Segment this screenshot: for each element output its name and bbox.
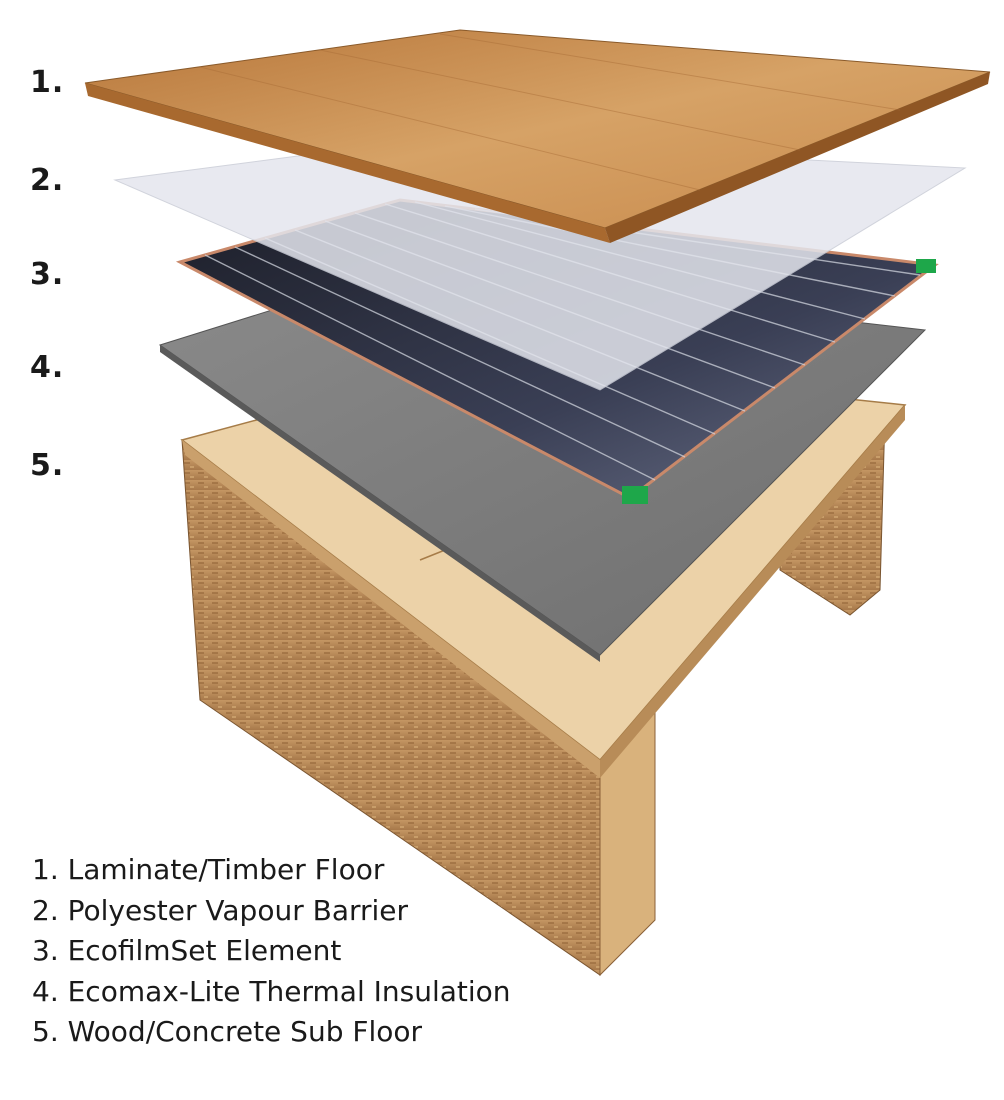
layer-number-3: 3. bbox=[30, 257, 65, 292]
layer-number-1: 1. bbox=[30, 65, 65, 100]
legend-item-3: 3. EcofilmSet Element bbox=[32, 934, 342, 967]
layer-number-5: 5. bbox=[30, 448, 65, 483]
timber-floor-layer bbox=[84, 29, 991, 243]
legend-item-4: 4. Ecomax-Lite Thermal Insulation bbox=[32, 974, 511, 1008]
layer-number-2: 2. bbox=[30, 163, 65, 198]
connector-front bbox=[622, 486, 648, 504]
connector-right bbox=[916, 259, 936, 273]
legend-item-2: 2. Polyester Vapour Barrier bbox=[32, 893, 409, 927]
layer-number-4: 4. bbox=[30, 350, 65, 385]
legend-item-5: 5. Wood/Concrete Sub Floor bbox=[32, 1015, 423, 1048]
legend-item-1: 1. Laminate/Timber Floor bbox=[32, 853, 385, 886]
layer-legend: 1. Laminate/Timber Floor 2. Polyester Va… bbox=[32, 850, 511, 1053]
